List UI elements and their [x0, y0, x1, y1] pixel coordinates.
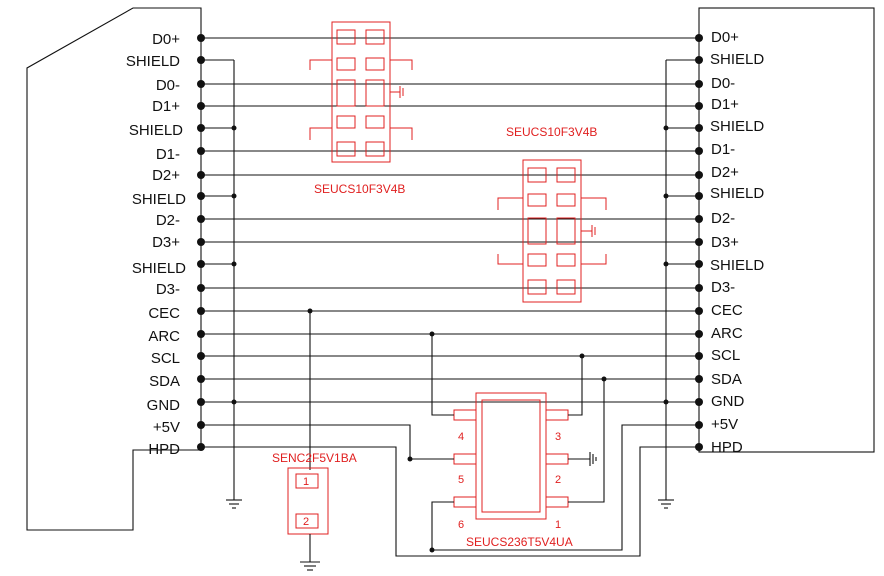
- right-pin-scl: SCL: [711, 347, 740, 364]
- right-ground-bus: [658, 59, 699, 509]
- left-pin-d2p: D2+: [152, 167, 180, 184]
- left-pin-d0n: D0-: [156, 77, 180, 94]
- left-pin-shield-1: SHIELD: [129, 122, 183, 139]
- left-pin-scl: SCL: [151, 350, 180, 367]
- left-pin-cec: CEC: [148, 305, 180, 322]
- right-pin-d1n: D1-: [711, 141, 735, 158]
- right-pin-d1p: D1+: [711, 96, 739, 113]
- left-pin-sda: SDA: [149, 373, 180, 390]
- esd-ic: 4 5 6 3 2 1: [453, 392, 569, 531]
- right-pin-d3p: D3+: [711, 234, 739, 251]
- right-pin-shield-1: SHIELD: [710, 118, 764, 135]
- right-pin-hpd: HPD: [711, 439, 743, 456]
- right-pin-d2p: D2+: [711, 164, 739, 181]
- cec-tvs-label: SENC2F5V1BA: [272, 451, 357, 465]
- left-ground-bus: [201, 59, 242, 509]
- tvs-a-label: SEUCS10F3V4B: [314, 182, 405, 196]
- left-pin-shield-3: SHIELD: [132, 260, 186, 277]
- tvs-array-a: [309, 21, 413, 163]
- left-pin-labels: D0+ SHIELD D0- D1+ SHIELD D1- D2+ SHIELD…: [126, 31, 186, 458]
- left-pin-shield-2: SHIELD: [132, 191, 186, 208]
- right-pin-sda: SDA: [711, 371, 742, 388]
- left-pin-d0p: D0+: [152, 31, 180, 48]
- ic-pin-6: 6: [458, 519, 464, 531]
- cec-tvs-diode: 1 2: [287, 467, 329, 535]
- ic-pin-1: 1: [555, 519, 561, 531]
- right-pin-d0n: D0-: [711, 75, 735, 92]
- ic-pin-2: 2: [555, 474, 561, 486]
- right-pin-shield-2: SHIELD: [710, 185, 764, 202]
- left-pin-shield-0: SHIELD: [126, 53, 180, 70]
- cec-pin-2: 2: [303, 516, 309, 528]
- ic-wires: [201, 334, 699, 557]
- left-pin-d3n: D3-: [156, 281, 180, 298]
- right-pin-arc: ARC: [711, 325, 743, 342]
- left-pin-gnd: GND: [147, 397, 181, 414]
- left-pin-arc: ARC: [148, 328, 180, 345]
- right-pin-shield-0: SHIELD: [710, 51, 764, 68]
- ic-label: SEUCS236T5V4UA: [466, 535, 573, 549]
- left-pin-d1n: D1-: [156, 146, 180, 163]
- right-pin-d0p: D0+: [711, 29, 739, 46]
- tvs-b-label: SEUCS10F3V4B: [506, 125, 597, 139]
- right-pin-labels: D0+ SHIELD D0- D1+ SHIELD D1- D2+ SHIELD…: [710, 29, 764, 456]
- right-pin-gnd: GND: [711, 393, 745, 410]
- ic-pin-4: 4: [458, 431, 464, 443]
- right-pin-5v: +5V: [711, 416, 738, 433]
- left-connector-outline: [26, 7, 202, 531]
- right-pin-cec: CEC: [711, 302, 743, 319]
- right-pin-d3n: D3-: [711, 279, 735, 296]
- right-connector-outline: [698, 7, 875, 453]
- left-pin-d2n: D2-: [156, 212, 180, 229]
- right-pin-d2n: D2-: [711, 210, 735, 227]
- ic-pin-3: 3: [555, 431, 561, 443]
- junction-dots: [197, 34, 703, 553]
- signal-wires: [201, 37, 699, 403]
- left-pin-d1p: D1+: [152, 98, 180, 115]
- right-pin-shield-3: SHIELD: [710, 257, 764, 274]
- tvs-array-b: [497, 159, 607, 303]
- left-pin-5v: +5V: [153, 419, 180, 436]
- cec-pin-1: 1: [303, 476, 309, 488]
- left-pin-d3p: D3+: [152, 234, 180, 251]
- ic-pin-5: 5: [458, 474, 464, 486]
- left-pin-hpd: HPD: [148, 441, 180, 458]
